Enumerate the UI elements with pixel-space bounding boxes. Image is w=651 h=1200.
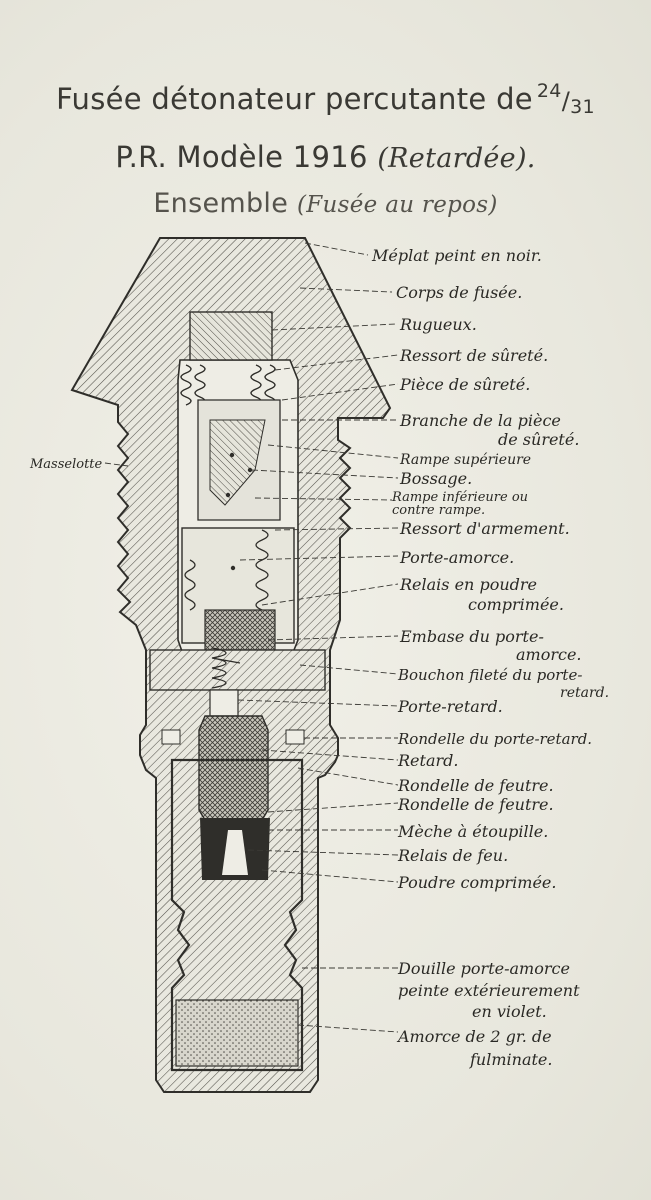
label-ressort-armement: Ressort d'armement.	[400, 519, 570, 538]
label-rampe-inferieure-2: contre rampe.	[392, 503, 486, 518]
label-relais-poudre-2: comprimée.	[468, 595, 564, 614]
label-amorce-2: fulminate.	[470, 1050, 553, 1069]
fraction-denominator: 31	[570, 96, 595, 118]
leader-lines	[104, 242, 399, 1033]
retard-column	[198, 715, 269, 821]
embase-porte-amorce	[204, 609, 276, 651]
label-masselotte: Masselotte	[30, 457, 103, 472]
label-embase-2: amorce.	[516, 645, 582, 664]
bouchon-filete	[149, 649, 326, 691]
label-porte-retard: Porte-retard.	[398, 697, 503, 716]
rugueux-plug	[189, 311, 273, 361]
label-retard: Retard.	[398, 751, 459, 770]
label-meche-etoupille: Mèche à étoupille.	[398, 822, 549, 841]
bouchon-spring	[211, 647, 241, 689]
rondelle-porte-retard-right	[285, 729, 305, 745]
label-ressort-surete: Ressort de sûreté.	[400, 346, 549, 365]
title-line-2: P.R. Modèle 1916 (Retardée).	[115, 140, 536, 174]
amorce-fulminate	[175, 999, 299, 1067]
label-bouchon-1: Bouchon fileté du porte-	[398, 666, 583, 684]
label-porte-amorce: Porte-amorce.	[400, 548, 515, 567]
label-branche-1: Branche de la pièce	[400, 411, 561, 430]
porte-amorce-point	[230, 565, 236, 571]
label-rugueux: Rugueux.	[400, 315, 477, 334]
douille-porte-amorce	[170, 758, 304, 1072]
label-douille-2: peinte extérieurement	[398, 981, 580, 1000]
label-branche-2: de sûreté.	[498, 430, 580, 449]
relais-de-feu	[222, 830, 248, 875]
label-douille-1: Douille porte-amorce	[398, 959, 570, 978]
fraction-numerator: 24	[536, 80, 562, 102]
label-bossage: Bossage.	[400, 469, 473, 488]
label-rondelle-feutre-2: Rondelle de feutre.	[398, 795, 554, 814]
label-rondelle-feutre-1: Rondelle de feutre.	[398, 776, 554, 795]
label-rampe-superieure: Rampe supérieure	[400, 452, 532, 468]
label-bouchon-2: retard.	[560, 685, 610, 701]
label-embase-1: Embase du porte-	[400, 627, 544, 646]
title-line-3: Ensemble (Fusée au repos)	[153, 188, 498, 219]
label-rampe-inferieure-1: Rampe inférieure ou	[392, 490, 529, 505]
bossage-dots	[225, 452, 253, 498]
rondelle-porte-retard-left	[161, 729, 181, 745]
safety-springs	[180, 364, 276, 406]
label-piece-surete: Pièce de sûreté.	[400, 375, 531, 394]
label-poudre-comprimee: Poudre comprimée.	[398, 873, 557, 892]
armament-spring	[184, 529, 269, 621]
label-douille-3: en violet.	[472, 1002, 547, 1021]
label-relais-poudre-1: Relais en poudre	[400, 575, 537, 594]
label-meplat: Méplat peint en noir.	[372, 246, 542, 265]
fraction-slash: /	[561, 87, 571, 115]
label-relais-feu: Relais de feu.	[398, 846, 509, 865]
label-rondelle-porte-retard: Rondelle du porte-retard.	[398, 730, 593, 748]
ramp-shape	[209, 419, 266, 506]
porte-retard	[209, 689, 239, 717]
label-corps-fusee: Corps de fusée.	[396, 283, 523, 302]
label-amorce-1: Amorce de 2 gr. de	[398, 1027, 552, 1046]
